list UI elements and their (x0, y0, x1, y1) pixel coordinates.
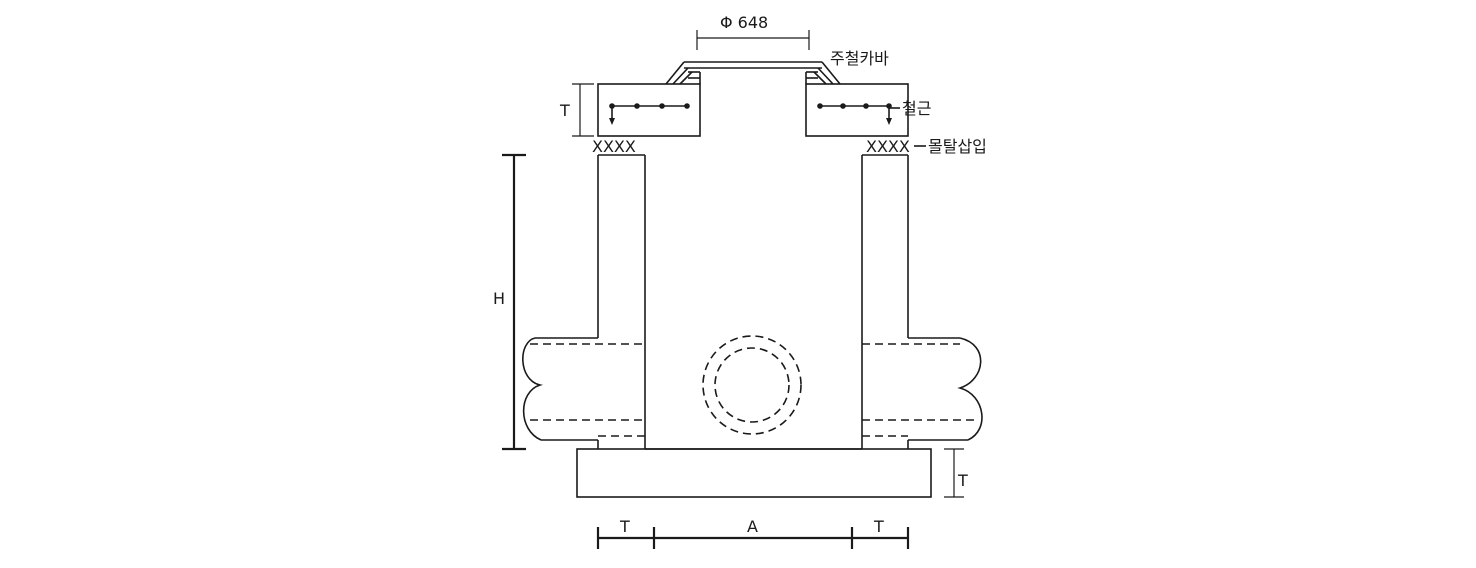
base-thickness-label: T (957, 471, 968, 490)
mortar-mark-left: XXXX (592, 137, 636, 156)
top-thickness-label: T (559, 101, 570, 120)
manhole-walls (597, 154, 909, 450)
top-thickness-dimension: T (559, 83, 594, 137)
height-dimension: H (493, 153, 526, 451)
left-pipe (522, 337, 645, 441)
cover-label: 주철카바 (830, 49, 889, 68)
height-label: H (493, 289, 505, 308)
diameter-label: Φ 648 (720, 13, 768, 32)
bottom-dimension: T A T (596, 517, 910, 549)
cast-iron-cover: 주철카바 (665, 49, 889, 85)
rebar-label: 철근 (902, 99, 931, 118)
width-label: A (747, 517, 758, 536)
mortar-mark-right: XXXX (866, 137, 910, 156)
base-slab (576, 448, 932, 498)
pipe-opening (702, 335, 802, 435)
top-slab: 철근 (597, 83, 931, 137)
base-thickness-dimension: T (944, 448, 968, 498)
bottom-right-thickness-label: T (873, 517, 884, 536)
mortar-label: 몰탈삽입 (928, 137, 987, 156)
mortar-joint: XXXX XXXX 몰탈삽입 (592, 137, 987, 156)
diameter-dimension: Φ 648 (696, 13, 810, 50)
bottom-left-thickness-label: T (619, 517, 630, 536)
right-pipe (862, 337, 983, 441)
